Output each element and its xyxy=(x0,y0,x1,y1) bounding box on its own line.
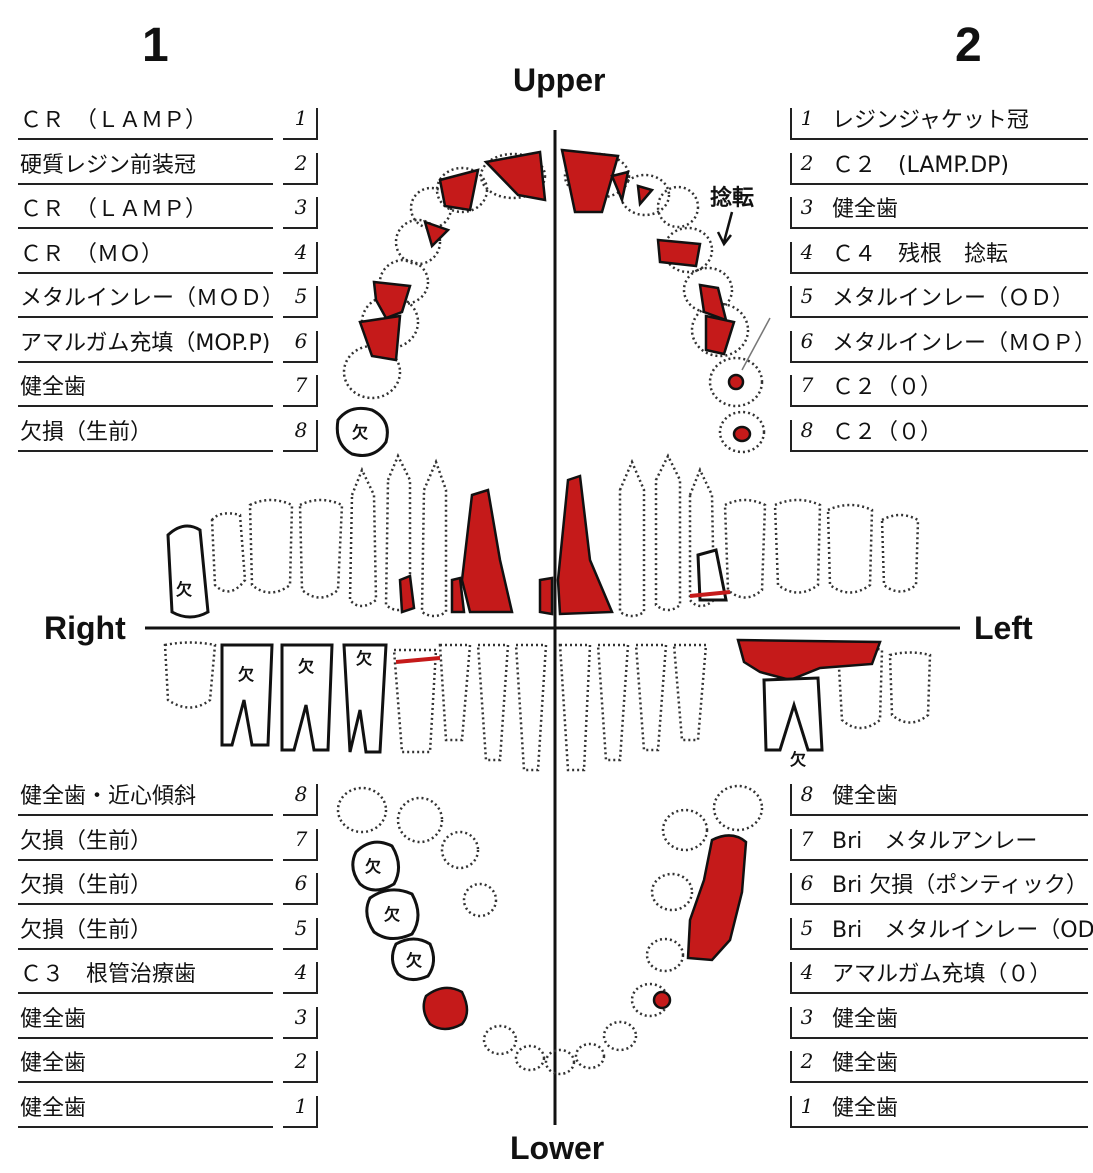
lower-right-missing-teeth: 欠 欠 欠 xyxy=(353,842,467,1029)
pointer-line xyxy=(742,318,770,370)
svg-text:欠: 欠 xyxy=(790,750,806,769)
upper-buccal-restorations: 欠 xyxy=(168,476,730,617)
svg-text:欠: 欠 xyxy=(176,580,192,599)
svg-text:欠: 欠 xyxy=(406,951,422,970)
defect-mark: 欠 xyxy=(352,423,368,442)
lower-left-bridge xyxy=(654,835,746,1008)
svg-text:欠: 欠 xyxy=(356,649,372,668)
svg-text:欠: 欠 xyxy=(298,657,314,676)
svg-text:欠: 欠 xyxy=(238,665,254,684)
upper-right-m3-missing: 欠 xyxy=(337,408,387,455)
svg-text:欠: 欠 xyxy=(384,905,400,924)
rotation-arrow xyxy=(718,212,732,244)
svg-text:欠: 欠 xyxy=(365,857,381,876)
lower-buccal-restorations: 欠 欠 欠 欠 xyxy=(222,640,880,769)
